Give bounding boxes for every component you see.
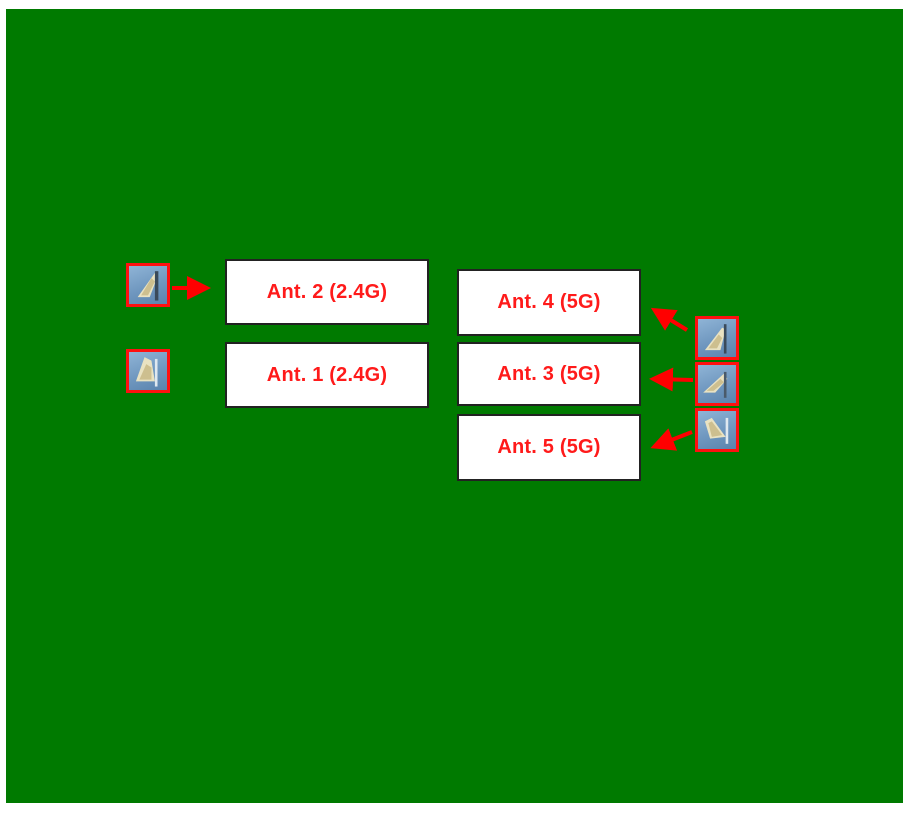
antenna-2-label: Ant. 2 (2.4G) (225, 259, 429, 325)
antenna-1-label: Ant. 1 (2.4G) (225, 342, 429, 408)
antenna-5-label: Ant. 5 (5G) (457, 414, 641, 481)
diagram-background (6, 9, 903, 803)
antenna-5-label-text: Ant. 5 (5G) (497, 436, 601, 458)
antenna-4-photo-icon (695, 316, 739, 360)
antenna-3-label-text: Ant. 3 (5G) (497, 362, 601, 385)
antenna-3-label: Ant. 3 (5G) (457, 342, 641, 406)
antenna-2-photo-icon (126, 263, 170, 307)
antenna-4-label: Ant. 4 (5G) (457, 269, 641, 336)
antenna-2-label-text: Ant. 2 (2.4G) (266, 280, 388, 303)
antenna-5-photo-icon (695, 408, 739, 452)
antenna-4-label-text: Ant. 4 (5G) (497, 291, 601, 313)
antenna-1-photo-icon (126, 349, 170, 393)
antenna-1-label-text: Ant. 1 (2.4G) (266, 363, 388, 386)
antenna-3-photo-icon (695, 362, 739, 406)
